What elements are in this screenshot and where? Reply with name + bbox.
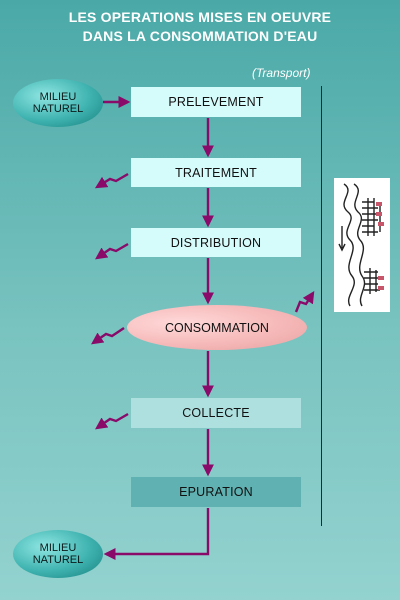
step-consommation: CONSOMMATION: [127, 305, 307, 350]
title-line-2: DANS LA CONSOMMATION D'EAU: [82, 28, 318, 44]
arrow-epuration-to-sink: [103, 508, 210, 560]
step-prelevement-label: PRELEVEMENT: [168, 95, 264, 109]
loss-arrow-consommation: [91, 327, 125, 345]
sink-milieu-naturel: MILIEU NATUREL: [13, 530, 103, 578]
loss-arrow-traitement: [94, 172, 129, 189]
source-line-2: NATUREL: [32, 103, 84, 115]
source-milieu-naturel: MILIEU NATUREL: [13, 79, 103, 127]
step-distribution-label: DISTRIBUTION: [170, 235, 262, 250]
title-line-1: LES OPERATIONS MISES EN OEUVRE: [68, 9, 332, 25]
transport-label: (Transport): [252, 66, 311, 80]
sink-line-1: MILIEU: [39, 542, 77, 554]
water-network-schematic-icon: [334, 178, 390, 312]
step-traitement-label: TRAITEMENT: [175, 165, 257, 180]
step-consommation-label: CONSOMMATION: [165, 320, 269, 335]
source-line-1: MILIEU: [39, 91, 77, 103]
step-prelevement: PRELEVEMENT: [131, 87, 301, 117]
transport-line: [321, 86, 322, 526]
step-traitement: TRAITEMENT: [131, 158, 301, 187]
loss-arrow-collecte: [95, 412, 129, 430]
page-title: LES OPERATIONS MISES EN OEUVRE DANS LA C…: [0, 8, 400, 46]
step-distribution: DISTRIBUTION: [131, 228, 301, 257]
loss-arrow-distribution: [95, 242, 129, 260]
step-collecte-label: COLLECTE: [182, 406, 250, 420]
step-collecte: COLLECTE: [131, 398, 301, 428]
step-epuration-label: EPURATION: [179, 485, 253, 499]
sink-line-2: NATUREL: [32, 554, 84, 566]
transport-arrow: [294, 290, 315, 313]
step-epuration: EPURATION: [131, 477, 301, 507]
